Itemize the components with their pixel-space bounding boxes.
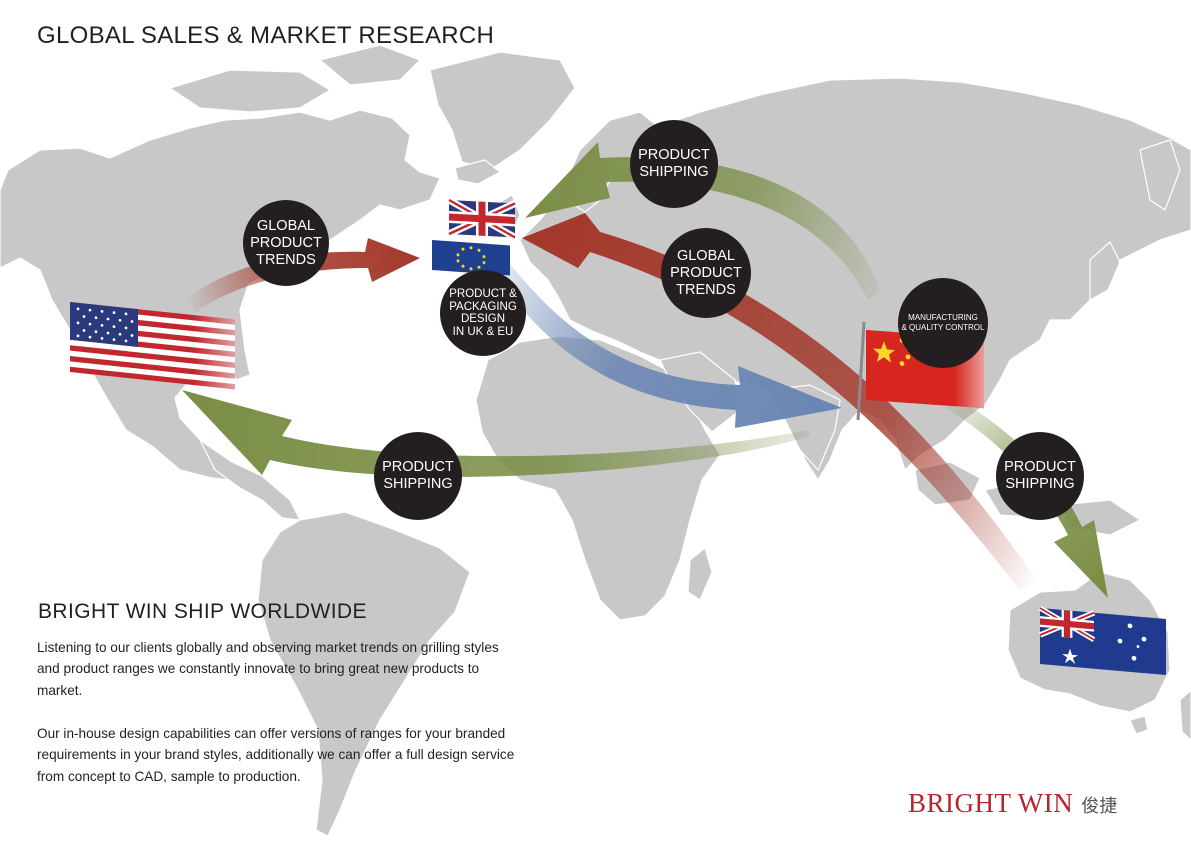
- arrow-shipping-top: [525, 142, 880, 300]
- brand-logo-chinese: 俊捷: [1081, 796, 1118, 817]
- bubble-shipping-top: PRODUCT SHIPPING: [630, 120, 718, 208]
- bubble-global-trends-cn: GLOBAL PRODUCT TRENDS: [661, 228, 751, 318]
- uk-flag-icon: [447, 196, 517, 241]
- arrow-shipping-aus: [945, 398, 1108, 598]
- arrow-shipping-mid: [182, 390, 810, 477]
- bubble-manufacturing: MANUFACTURING & QUALITY CONTROL: [898, 278, 988, 368]
- arrow-eu-to-china: [488, 252, 842, 428]
- paragraph-design: Our in-house design capabilities can off…: [37, 726, 515, 784]
- australia-flag-icon: [1038, 605, 1166, 676]
- bubble-shipping-mid: PRODUCT SHIPPING: [374, 432, 462, 520]
- eu-flag-icon: [432, 240, 510, 276]
- usa-flag-icon: [70, 302, 235, 390]
- brand-logo: BRIGHT WIN 俊捷: [908, 788, 1117, 819]
- brand-logo-english: BRIGHT WIN: [908, 788, 1074, 818]
- bubble-global-trends-us: GLOBAL PRODUCT TRENDS: [243, 200, 329, 286]
- bubble-shipping-aus: PRODUCT SHIPPING: [996, 432, 1084, 520]
- page-title: GLOBAL SALES & MARKET RESEARCH: [37, 22, 495, 49]
- section-heading: BRIGHT WIN SHIP WORLDWIDE: [38, 600, 367, 623]
- paragraph-intro: Listening to our clients globally and ob…: [37, 640, 499, 698]
- arrow-china-to-uk: [522, 213, 1040, 590]
- arrow-us-to-uk: [185, 238, 420, 312]
- bubble-product-packaging: PRODUCT & PACKAGING DESIGN IN UK & EU: [440, 270, 526, 356]
